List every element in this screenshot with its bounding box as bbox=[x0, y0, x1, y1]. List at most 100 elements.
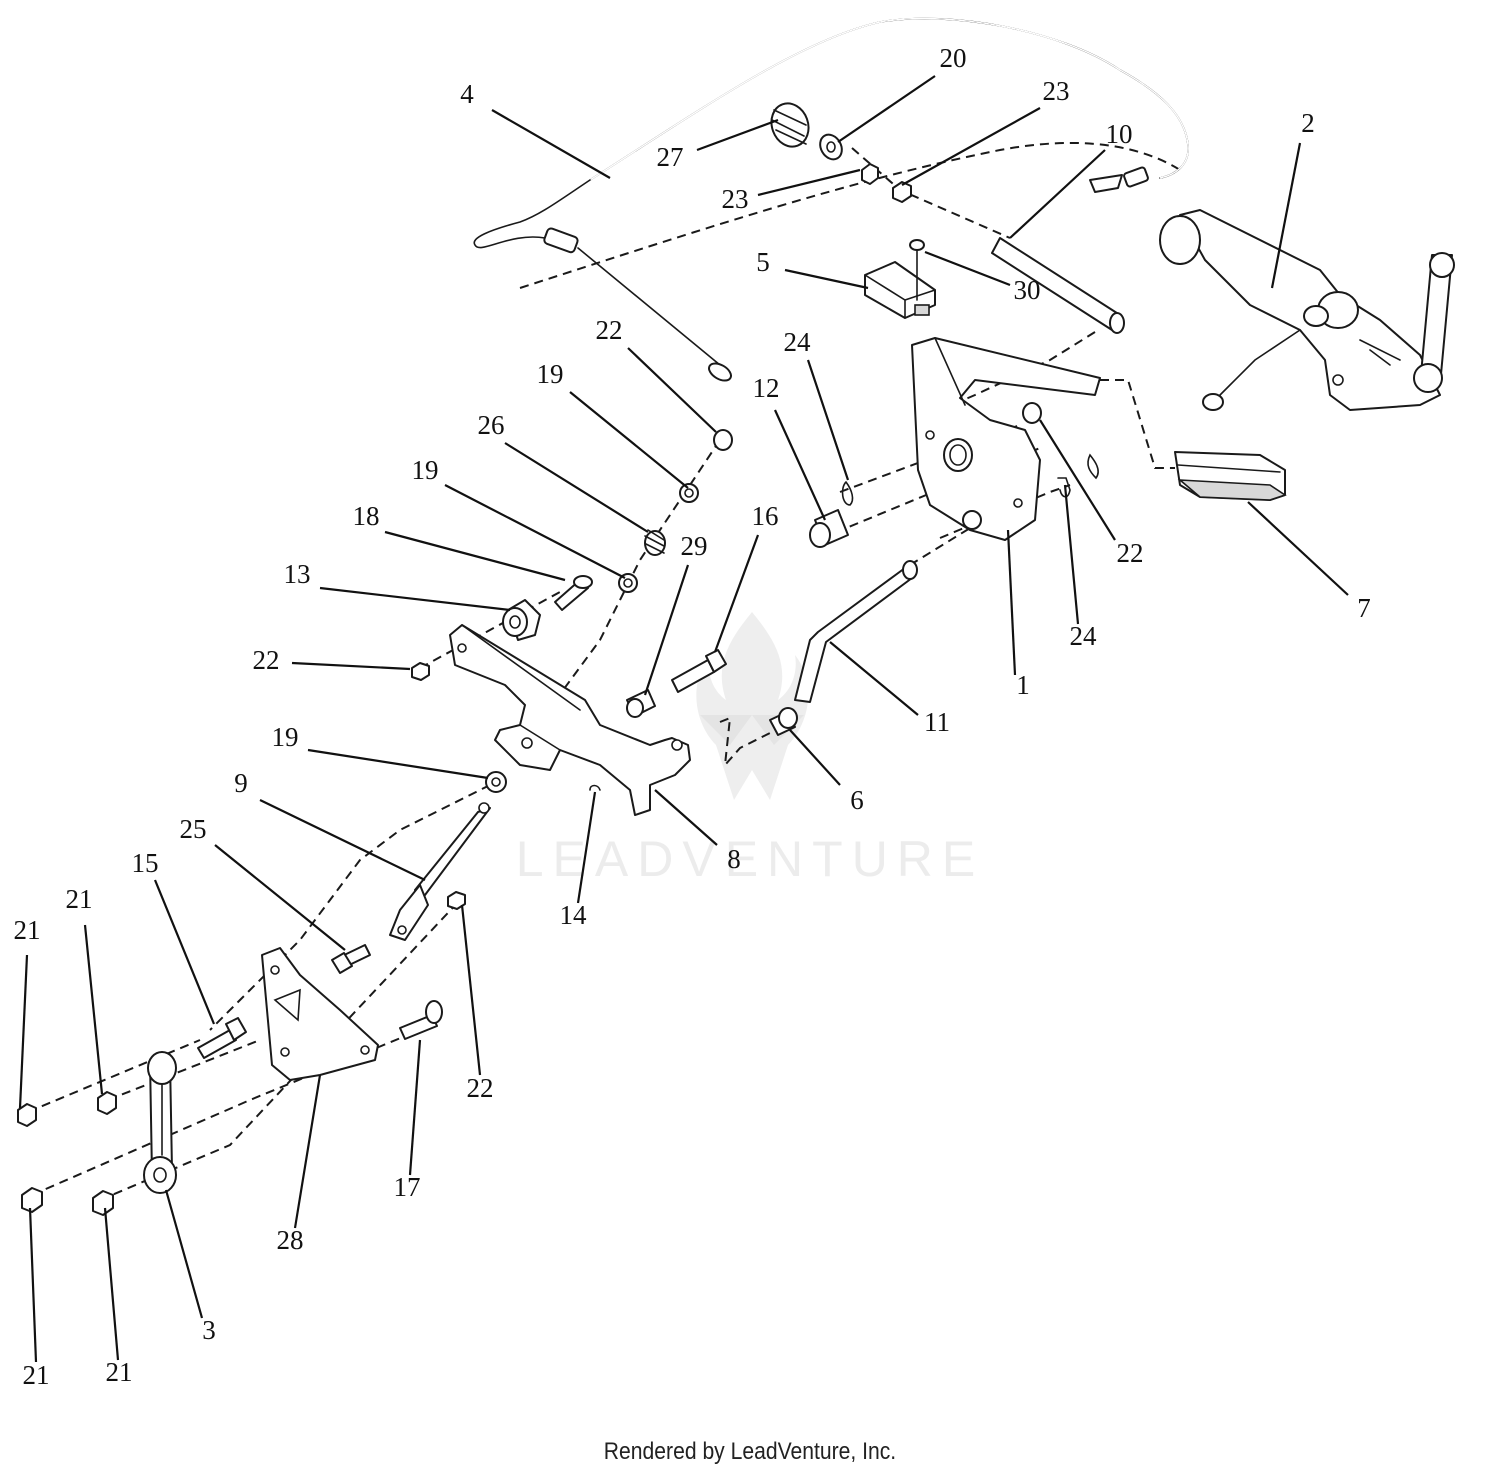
callout-12-spacer: 12 bbox=[753, 373, 780, 403]
leader-line-1 bbox=[1006, 529, 1017, 676]
callout-22-nut: 22 bbox=[253, 645, 280, 675]
callout-28-plate: 28 bbox=[277, 1225, 304, 1255]
leader-line-21 bbox=[83, 924, 104, 1095]
callout-23-nut: 23 bbox=[722, 184, 749, 214]
leader-line-30 bbox=[924, 250, 1011, 287]
callout-1-bracket-plate: 1 bbox=[1016, 670, 1030, 700]
clip bbox=[1087, 453, 1099, 480]
screw bbox=[909, 239, 925, 301]
callout-22-nut: 22 bbox=[1117, 538, 1144, 568]
leader-line-21 bbox=[103, 1207, 120, 1361]
leader-line-13 bbox=[319, 586, 511, 612]
clip bbox=[1057, 477, 1071, 498]
leader-line-19 bbox=[569, 391, 689, 489]
bushing bbox=[769, 707, 798, 736]
leader-line-28 bbox=[293, 1074, 322, 1229]
leader-line-9 bbox=[259, 799, 426, 881]
leader-line-23 bbox=[757, 168, 861, 197]
leader-line-8 bbox=[654, 789, 718, 846]
nut bbox=[892, 181, 912, 203]
callout-9-rod: 9 bbox=[234, 768, 248, 798]
spacer bbox=[626, 689, 656, 718]
callout-24-clip: 24 bbox=[1070, 621, 1098, 651]
leader-line-7 bbox=[1247, 501, 1349, 596]
callout-13-roller: 13 bbox=[284, 559, 311, 589]
nut bbox=[713, 429, 733, 451]
leader-line-20 bbox=[837, 75, 936, 143]
callout-17-bolt: 17 bbox=[394, 1172, 421, 1202]
pedal-assembly bbox=[1159, 209, 1455, 411]
nut bbox=[411, 662, 430, 681]
roller bbox=[502, 599, 541, 641]
callout-29-spacer: 29 bbox=[681, 531, 708, 561]
callout-21-nut: 21 bbox=[23, 1360, 50, 1390]
leader-line-3 bbox=[164, 1189, 204, 1319]
switch bbox=[864, 261, 936, 319]
leader-line-5 bbox=[784, 268, 869, 290]
cable bbox=[473, 17, 1189, 382]
callout-11-bent-rod: 11 bbox=[924, 707, 950, 737]
callout-21-nut: 21 bbox=[14, 915, 41, 945]
callout-19-washer: 19 bbox=[412, 455, 439, 485]
nut bbox=[21, 1187, 43, 1213]
rod bbox=[389, 802, 491, 941]
leader-line-6 bbox=[789, 729, 841, 786]
leader-line-15 bbox=[153, 879, 216, 1025]
leader-line-29 bbox=[643, 564, 690, 696]
leader-line-19 bbox=[444, 484, 626, 579]
callout-4-cable: 4 bbox=[460, 79, 474, 109]
callout-18-pin: 18 bbox=[353, 501, 380, 531]
leader-line-11 bbox=[829, 641, 919, 716]
callout-21-nut: 21 bbox=[66, 884, 93, 914]
callout-7-pedal-pad: 7 bbox=[1357, 593, 1371, 623]
nut bbox=[861, 163, 879, 185]
callout-5-switch: 5 bbox=[756, 247, 770, 277]
nut bbox=[17, 1103, 37, 1127]
callout-26-spring: 26 bbox=[478, 410, 505, 440]
pin bbox=[991, 237, 1125, 334]
callout-22-nut: 22 bbox=[596, 315, 623, 345]
leader-line-24 bbox=[1063, 484, 1080, 625]
callout-3-link-arm: 3 bbox=[202, 1315, 216, 1345]
callout-30-screw: 30 bbox=[1014, 275, 1041, 305]
leader-line-18 bbox=[384, 530, 566, 582]
leader-line-10 bbox=[1009, 149, 1106, 239]
callout-24-clip: 24 bbox=[784, 327, 812, 357]
leader-line-24 bbox=[806, 359, 850, 481]
callout-14-clip: 14 bbox=[560, 900, 588, 930]
callout-20-washer: 20 bbox=[940, 43, 967, 73]
callout-10-pin: 10 bbox=[1106, 119, 1133, 149]
leader-line-16 bbox=[713, 534, 760, 653]
leader-line-12 bbox=[773, 409, 827, 521]
leader-line-22 bbox=[1039, 419, 1116, 541]
callout-16-bolt: 16 bbox=[752, 501, 779, 531]
leader-line-14 bbox=[576, 791, 597, 904]
leadventure-flame-logo bbox=[696, 612, 809, 800]
callout-labels: 1234567891011121314151617181919192021212… bbox=[14, 43, 1371, 1390]
pedal-pad bbox=[1174, 451, 1287, 501]
link-arm bbox=[143, 1051, 177, 1194]
watermark-text: LEADVENTURE bbox=[516, 831, 985, 887]
leader-line-27 bbox=[696, 118, 779, 152]
bolt bbox=[331, 944, 371, 974]
nut bbox=[1022, 402, 1042, 424]
leader-line-25 bbox=[214, 844, 346, 951]
callout-15-bolt: 15 bbox=[132, 848, 159, 878]
mount-bracket bbox=[449, 624, 691, 816]
bolt bbox=[671, 649, 727, 693]
leader-line-21 bbox=[18, 954, 29, 1109]
spring bbox=[644, 529, 666, 556]
callout-8-mount-bracket: 8 bbox=[727, 844, 741, 874]
watermark: LEADVENTURE bbox=[516, 612, 985, 887]
leader-line-26 bbox=[504, 442, 649, 533]
callout-2-pedal-assembly: 2 bbox=[1301, 108, 1315, 138]
callout-23-nut: 23 bbox=[1043, 76, 1070, 106]
leader-line-19 bbox=[307, 748, 489, 780]
leader-line-2 bbox=[1270, 142, 1302, 289]
leader-line-22 bbox=[291, 661, 411, 671]
spring bbox=[770, 102, 810, 148]
callout-6-bushing: 6 bbox=[850, 785, 864, 815]
nut bbox=[447, 891, 466, 910]
nut bbox=[97, 1091, 117, 1115]
